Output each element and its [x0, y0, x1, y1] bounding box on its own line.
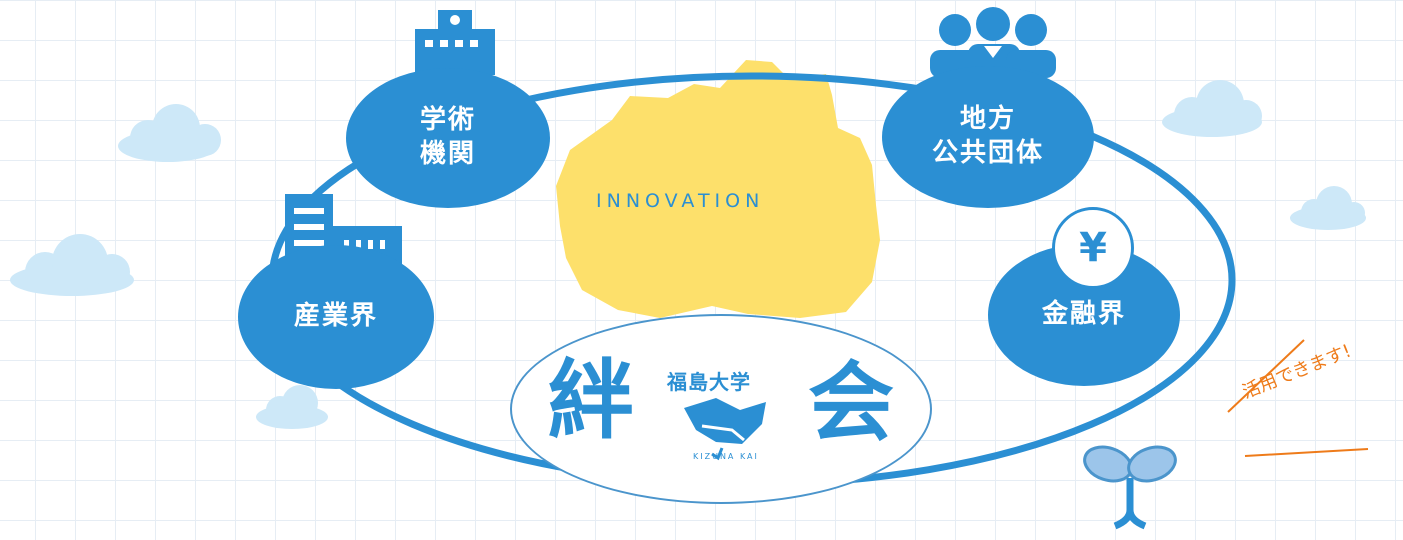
yen-icon: ¥	[1052, 207, 1134, 289]
school-building-icon	[415, 10, 495, 75]
node-government-line2: 公共団体	[931, 138, 1044, 168]
cloud-icon	[1290, 186, 1366, 230]
node-local-government: 地方 公共団体	[882, 66, 1094, 208]
node-finance-label: 金融界	[1041, 299, 1126, 330]
cloud-icon	[10, 234, 134, 296]
cloud-icon	[256, 385, 328, 429]
node-academic-institutions: 学術 機関	[346, 68, 550, 208]
logo-romanized: KIZUNA KAI	[693, 452, 759, 461]
node-academic-line2: 機関	[419, 139, 476, 169]
sprout-icon	[1083, 445, 1177, 530]
node-industry: 産業界	[238, 245, 434, 389]
callout-lines	[1227, 339, 1369, 457]
fukushima-map-shape	[556, 60, 880, 318]
node-industry-label: 産業界	[293, 301, 378, 332]
node-academic-line1: 学術	[419, 105, 476, 136]
innovation-label: INNOVATION	[596, 190, 765, 212]
cloud-icon	[1162, 80, 1262, 137]
logo-kanji-kai: 会	[808, 353, 894, 453]
cloud-icon	[118, 104, 221, 162]
logo-kanji-kizuna: 絆	[548, 351, 634, 451]
logo-university-name: 福島大学	[667, 370, 751, 394]
node-government-line1: 地方	[959, 104, 1016, 135]
